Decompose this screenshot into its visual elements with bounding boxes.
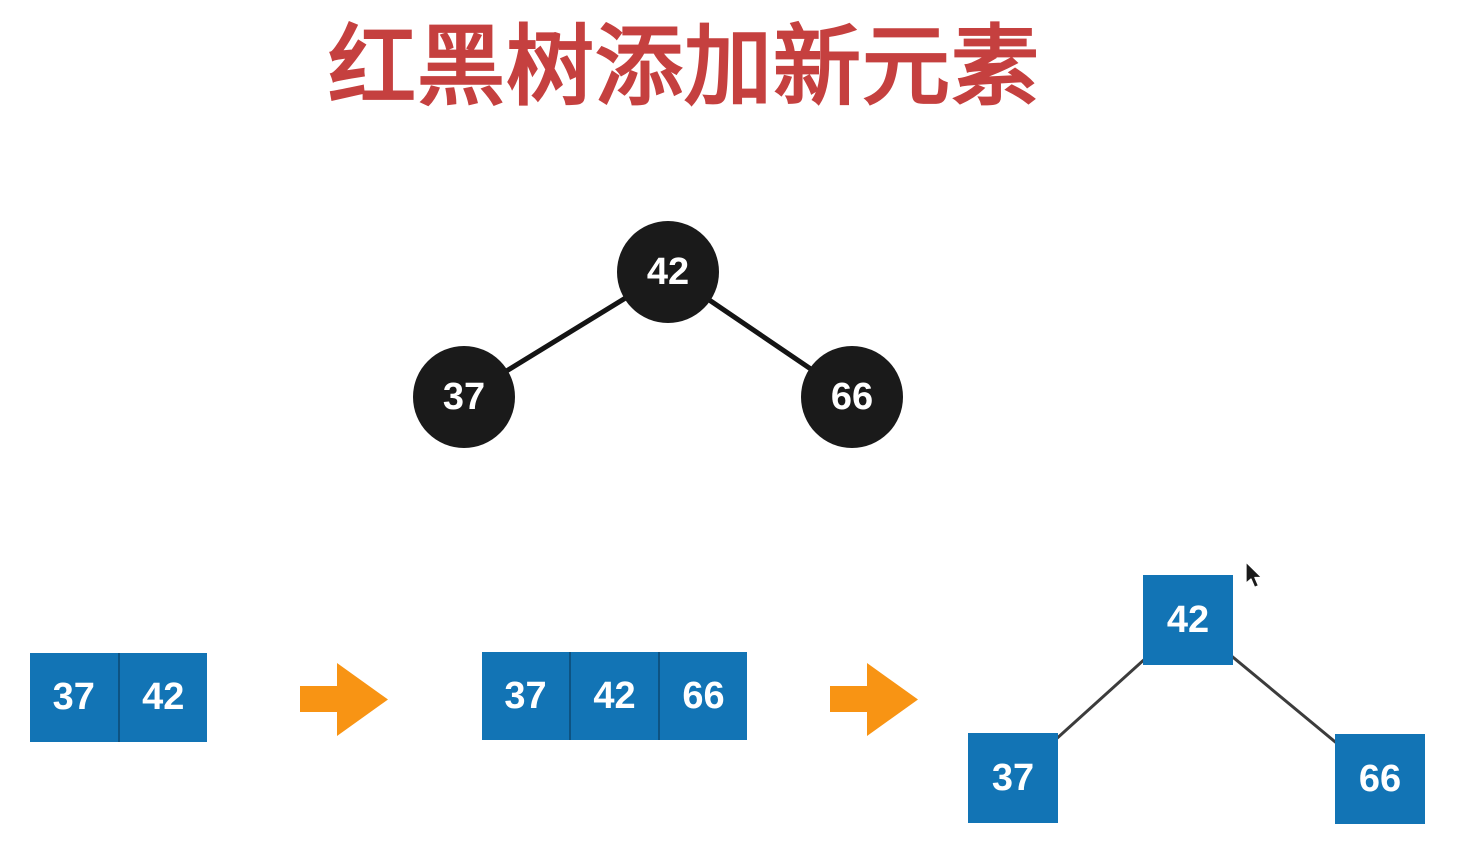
array-cell: 42: [117, 653, 208, 742]
blue-tree-left-node: 37: [968, 733, 1058, 823]
blue-tree-root-node: 42: [1143, 575, 1233, 665]
page-title: 红黑树添加新元素: [328, 17, 1041, 116]
array-three-elements: 37 42 66: [482, 652, 747, 740]
array-cell: 37: [52, 676, 95, 718]
right-arrow-icon: [830, 663, 918, 736]
array-two-elements: 37 42: [30, 653, 207, 742]
array-cell: 37: [504, 674, 547, 717]
black-tree-right-node: 66: [801, 346, 903, 448]
mouse-pointer-icon: [1245, 561, 1263, 588]
blue-tree-right-node: 66: [1335, 734, 1425, 824]
right-arrow-icon: [300, 663, 388, 736]
array-cell: 66: [658, 652, 747, 740]
black-tree-left-node: 37: [413, 346, 515, 448]
array-cell: 42: [569, 652, 658, 740]
black-tree-root-node: 42: [617, 221, 719, 323]
